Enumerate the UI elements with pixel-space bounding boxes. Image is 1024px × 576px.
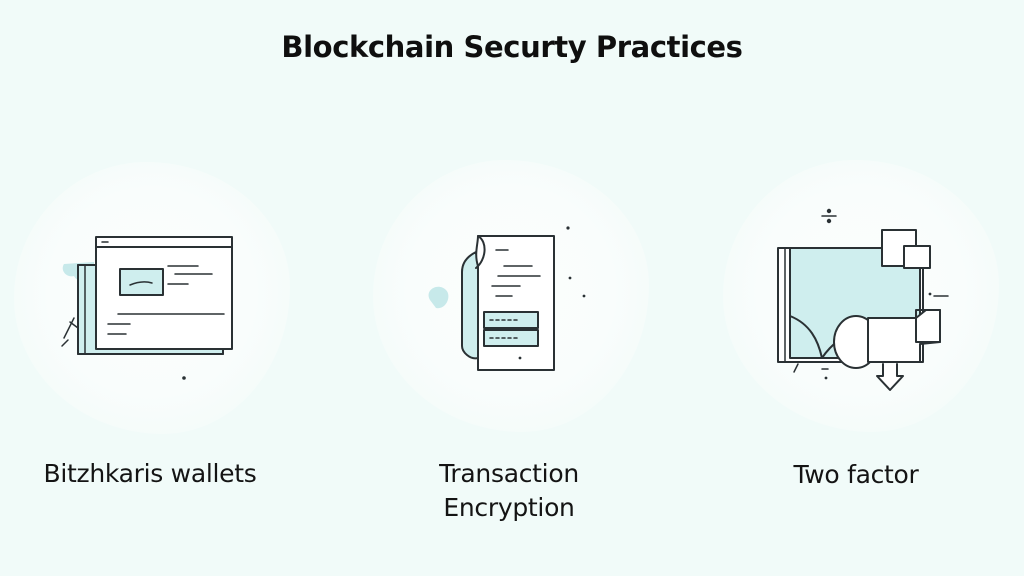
two-factor-devices-icon bbox=[777, 208, 949, 391]
caption-two-factor: Two factor bbox=[733, 458, 979, 492]
caption-line: Two factor bbox=[793, 460, 919, 489]
caption-transaction-encryption: Transaction Encryption bbox=[384, 457, 634, 525]
wallet-window-icon bbox=[61, 236, 233, 380]
encrypted-document-icon bbox=[428, 226, 586, 371]
caption-line: Encryption bbox=[443, 493, 575, 522]
caption-line: Bitzhkaris wallets bbox=[43, 459, 257, 488]
caption-wallets: Bitzhkaris wallets bbox=[28, 457, 272, 491]
caption-line: Transaction bbox=[439, 459, 579, 488]
page-title: Blockchain Securty Practices bbox=[281, 30, 743, 64]
